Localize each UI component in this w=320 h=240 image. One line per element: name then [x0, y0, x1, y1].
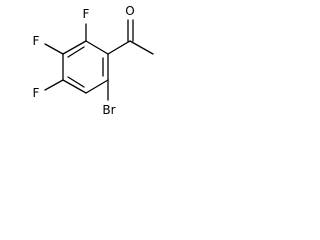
structure-diagram: O F F F Br [0, 0, 184, 138]
ring-double-bond-c4-c5 [67, 76, 85, 88]
fluorine-bottom-label: F [33, 86, 40, 100]
fluorine-middle-label: F [33, 34, 40, 48]
ring-bond-c2-c3 [62, 40, 87, 55]
bond-c3-fluorine [44, 43, 64, 55]
ring-bond-c5-c6 [85, 79, 109, 94]
bond-c4-fluorine [44, 79, 64, 91]
ring-bond-c1-c2 [85, 40, 109, 55]
bromine-label: Br [102, 103, 115, 117]
molecule-svg: O F F F Br [33, 4, 154, 117]
oxygen-label: O [125, 4, 134, 18]
bond-carbonyl-methyl [129, 40, 154, 55]
ring-double-bond-c2-c3 [67, 46, 85, 58]
bond-c1-carbonyl [107, 40, 131, 55]
ring-bond-c4-c5 [62, 79, 87, 94]
fluorine-top-label: F [83, 7, 90, 21]
